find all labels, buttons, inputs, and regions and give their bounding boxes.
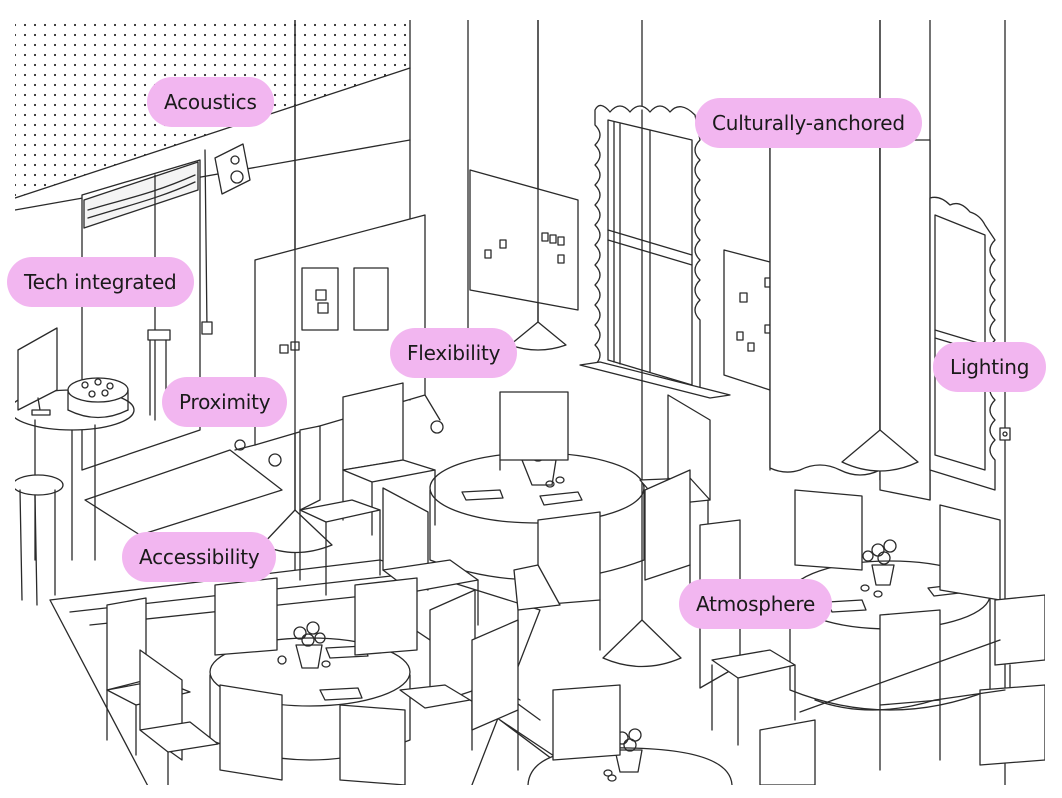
label-accessibility: Accessibility	[122, 532, 277, 582]
floor-edge-right	[799, 639, 1006, 713]
tech-desk	[9, 327, 135, 561]
label-flexibility: Flexibility	[390, 328, 518, 378]
pendant-lamp	[841, 19, 919, 472]
window-ornate-center	[579, 104, 731, 399]
label-acoustics: Acoustics	[147, 77, 274, 127]
pinboard-center	[469, 169, 579, 311]
label-culturally-anchored: Culturally-anchored	[695, 98, 922, 148]
pinboard-right	[723, 249, 773, 391]
label-atmosphere: Atmosphere	[679, 579, 833, 629]
label-lighting: Lighting	[933, 342, 1047, 392]
floor-rug	[84, 449, 283, 536]
pendant-lamp	[602, 109, 682, 668]
curtain	[769, 139, 931, 501]
chairs	[106, 382, 1046, 786]
stool	[12, 474, 64, 606]
speaker-icon	[201, 143, 251, 335]
label-tech-integrated: Tech integrated	[7, 257, 194, 307]
label-proximity: Proximity	[162, 377, 288, 427]
